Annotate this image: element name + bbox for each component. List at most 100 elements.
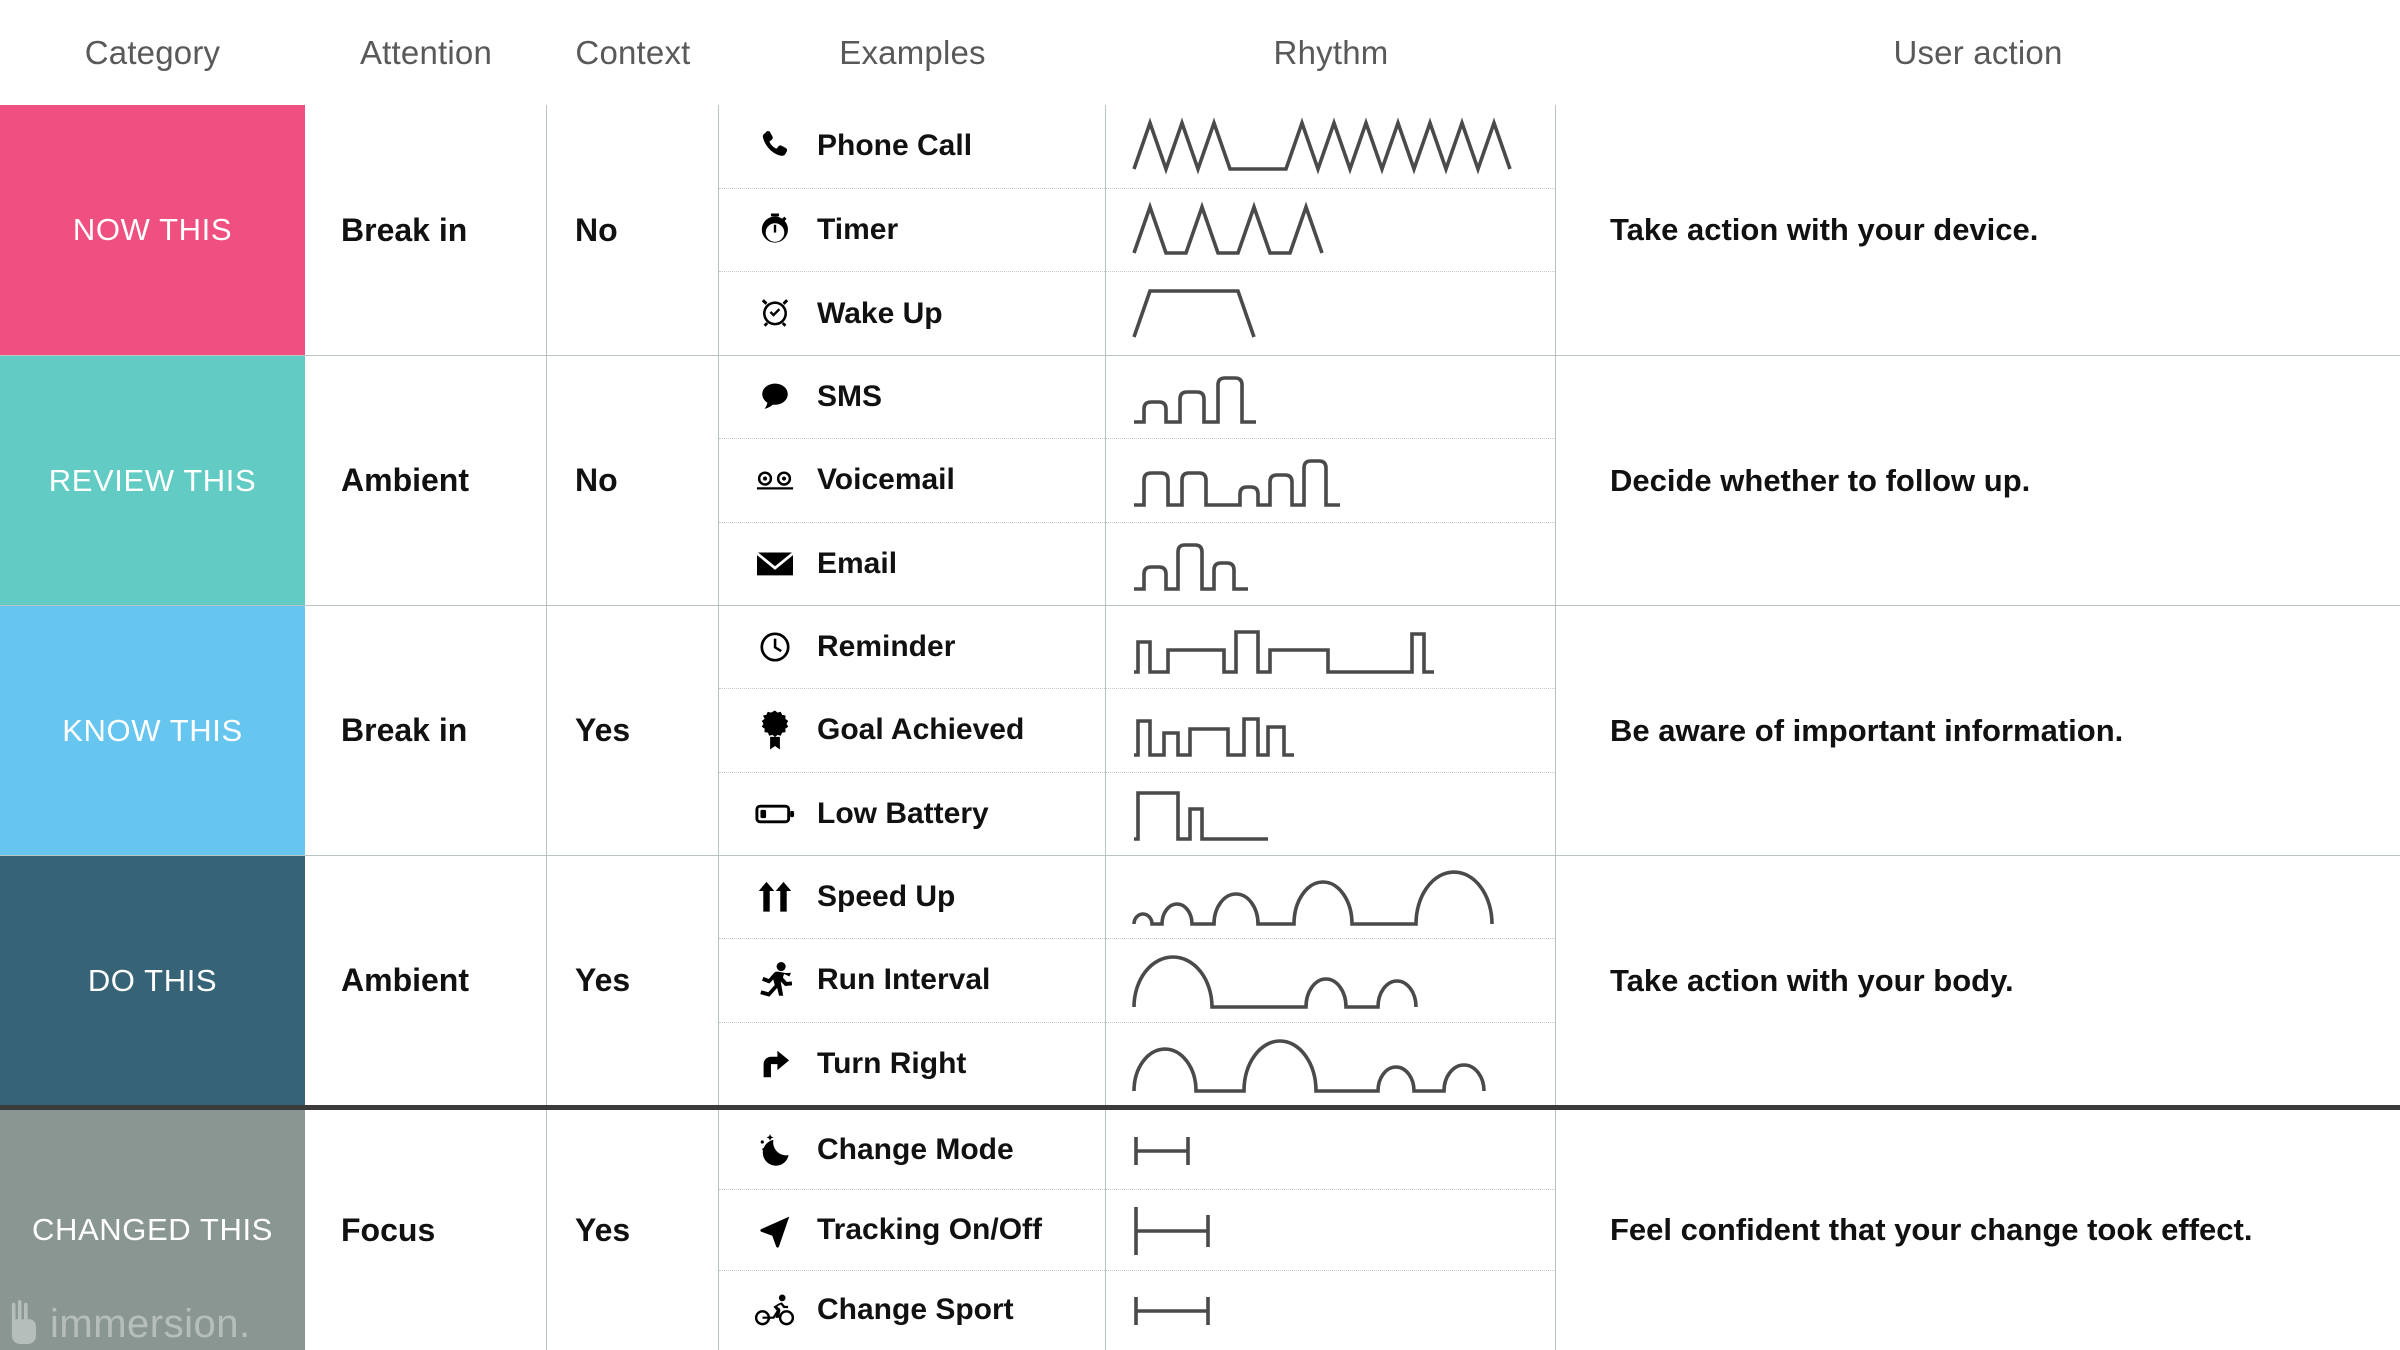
examples-cell: Phone Call Timer Wake Up [719,105,1106,355]
example-item[interactable]: Phone Call [719,105,1105,189]
example-label: Wake Up [817,296,943,330]
example-item[interactable]: Speed Up [719,856,1105,940]
attention-value: Break in [341,712,468,748]
award-ribbon-icon [755,710,795,751]
immersion-watermark: immersion. [10,1300,251,1344]
attention-cell: Focus [305,1110,547,1350]
example-label: Timer [817,213,899,246]
user-action-text: Decide whether to follow up. [1610,462,2031,498]
rhythm-waveform [1106,773,1555,855]
rhythm-waveform [1106,439,1555,523]
watermark-text: immersion. [50,1302,251,1346]
context-cell: Yes [547,1110,719,1350]
clock-icon [755,627,795,667]
rhythm-cell [1106,105,1556,355]
example-label: Change Mode [817,1132,1014,1166]
user-action-cell: Decide whether to follow up. [1556,356,2400,605]
attention-cell: Ambient [305,356,547,605]
table-body: NOW THIS Break in No Phone Call Timer Wa… [0,105,2400,1350]
user-action-cell: Take action with your body. [1556,856,2400,1105]
category-swatch-do-this[interactable]: DO THIS [0,856,305,1105]
example-item[interactable]: Goal Achieved [719,689,1105,773]
example-label: Tracking On/Off [817,1212,1043,1246]
context-cell: Yes [547,856,719,1105]
examples-cell: SMS Voicemail Email [719,356,1106,605]
rhythm-waveform [1106,939,1555,1023]
column-header-attention: Attention [359,33,493,71]
example-item[interactable]: Timer [719,189,1105,273]
rhythm-waveform [1106,1110,1555,1191]
category-label: NOW THIS [72,212,233,247]
example-label: Speed Up [817,880,956,914]
user-action-text: Be aware of important information. [1610,712,2124,748]
example-item[interactable]: Reminder [719,606,1105,690]
context-cell: No [547,105,719,355]
examples-cell: Speed Up Run Interval Turn Right [719,856,1106,1105]
context-value: Yes [575,962,631,998]
attention-value: Ambient [341,962,469,998]
context-cell: Yes [547,606,719,855]
rhythm-waveform [1106,856,1555,940]
category-swatch-now-this[interactable]: NOW THIS [0,105,305,355]
example-item[interactable]: Wake Up [719,272,1105,355]
table-header: Category Attention Context Examples Rhyt… [0,0,2400,105]
navigation-arrow-icon [755,1210,795,1250]
example-item[interactable]: Low Battery [719,773,1105,855]
column-header-rhythm: Rhythm [1273,33,1389,71]
example-item[interactable]: Change Sport [719,1271,1105,1350]
example-label: Email [817,546,898,580]
user-action-text: Take action with your device. [1610,212,2039,247]
double-up-arrow-icon [755,877,795,917]
user-action-cell: Feel confident that your change took eff… [1556,1110,2400,1350]
column-header-context: Context [575,33,691,71]
example-label: Turn Right [817,1046,967,1080]
running-person-icon [755,960,795,1000]
rhythm-waveform [1106,689,1555,773]
attention-value: Break in [341,211,468,248]
user-action-text: Feel confident that your change took eff… [1610,1212,2253,1247]
context-value: No [575,211,618,248]
alarm-clock-icon [755,294,795,334]
category-label: DO THIS [87,962,218,998]
rhythm-waveform [1106,606,1555,690]
column-header-examples: Examples [839,33,986,71]
example-item[interactable]: SMS [719,356,1105,440]
phone-icon [755,126,795,166]
table-row-review-this: REVIEW THIS Ambient No SMS Voicemail Ema… [0,355,2400,605]
attention-value: Focus [341,1211,436,1248]
column-header-category: Category [84,33,221,71]
examples-cell: Reminder Goal Achieved Low Battery [719,606,1106,855]
example-label: Change Sport [817,1293,1014,1327]
stopwatch-icon [755,210,795,250]
rhythm-cell [1106,856,1556,1105]
example-item[interactable]: Email [719,523,1105,605]
example-label: SMS [817,380,883,414]
rhythm-waveform [1106,1023,1555,1105]
context-value: Yes [575,712,631,748]
example-item[interactable]: Tracking On/Off [719,1190,1105,1271]
voicemail-icon [755,460,795,500]
table-row-changed-this: CHANGED THIS immersion. Focus Yes [0,1105,2400,1350]
column-header-user-action: User action [1893,33,2063,71]
cyclist-icon [755,1290,795,1330]
example-item[interactable]: Change Mode [719,1110,1105,1191]
attention-cell: Break in [305,105,547,355]
category-label: CHANGED THIS [32,1212,273,1247]
category-swatch-know-this[interactable]: KNOW THIS [0,606,305,855]
category-swatch-changed-this[interactable]: CHANGED THIS immersion. [0,1110,305,1350]
rhythm-cell [1106,356,1556,605]
examples-cell: Change Mode Tracking On/Off Change Sport [719,1110,1106,1350]
example-label: Low Battery [817,796,989,830]
example-item[interactable]: Turn Right [719,1023,1105,1105]
turn-right-arrow-icon [755,1044,795,1084]
example-label: Reminder [817,630,956,664]
rhythm-waveform [1106,105,1555,189]
context-cell: No [547,356,719,605]
table-row-now-this: NOW THIS Break in No Phone Call Timer Wa… [0,105,2400,355]
example-item[interactable]: Run Interval [719,939,1105,1023]
category-swatch-review-this[interactable]: REVIEW THIS [0,356,305,605]
example-item[interactable]: Voicemail [719,439,1105,523]
rhythm-cell [1106,606,1556,855]
category-label: REVIEW THIS [48,462,257,498]
